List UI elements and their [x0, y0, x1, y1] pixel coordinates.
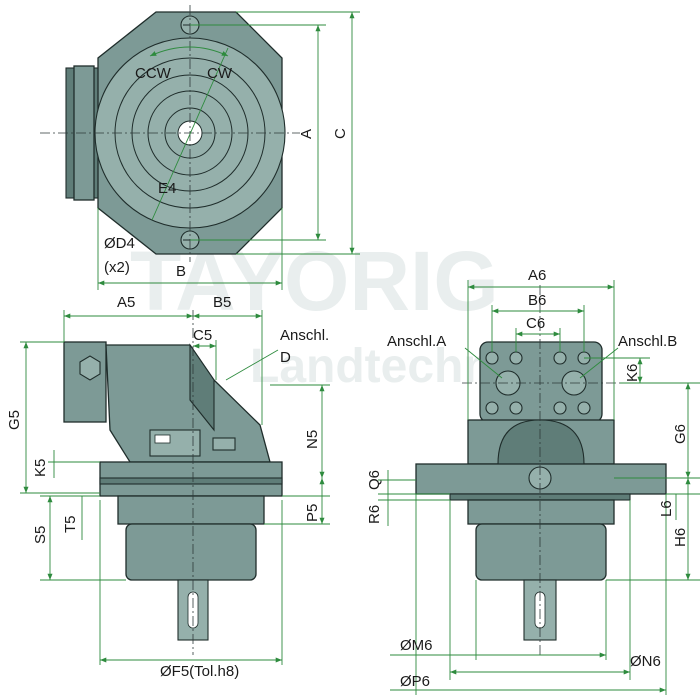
front-lower-housing	[467, 499, 615, 525]
label-port-d: D	[280, 349, 291, 366]
label-a5: A5	[117, 294, 135, 311]
label-k5: K5	[32, 459, 49, 477]
front-pilot	[475, 523, 607, 581]
label-cw: CW	[207, 65, 233, 82]
label-r6: R6	[366, 505, 383, 524]
label-g6: G6	[672, 424, 689, 444]
top-view: CCW CW A C E4 ØD4 (x2) B	[40, 5, 360, 290]
side-small-plate	[212, 437, 236, 451]
label-l6: L6	[658, 500, 675, 517]
label-c5: C5	[193, 327, 212, 344]
side-hex-plug	[79, 355, 101, 381]
e4-leader	[151, 47, 229, 221]
label-b5: B5	[213, 294, 231, 311]
label-port: Anschl.	[280, 327, 329, 344]
label-c: C	[332, 128, 349, 139]
port-a-leader	[464, 347, 503, 379]
front-view: A6 B6 C6 Anschl.A Anschl.B K6 G6 Q6 R6 L…	[366, 267, 700, 695]
side-pilot	[125, 523, 257, 581]
label-s5: S5	[32, 526, 49, 544]
side-nameplate	[149, 429, 201, 457]
label-a: A	[298, 129, 315, 139]
label-n5: N5	[304, 430, 321, 449]
front-bolts	[485, 351, 591, 415]
label-p6: ØP6	[400, 673, 430, 690]
label-b: B	[176, 263, 186, 280]
label-port-a: Anschl.A	[387, 333, 446, 350]
label-e4: E4	[158, 180, 176, 197]
label-q6: Q6	[366, 470, 383, 490]
label-p5: P5	[304, 504, 321, 522]
side-port-block	[63, 341, 107, 423]
side-body-shade	[189, 343, 215, 432]
label-b6: B6	[528, 292, 546, 309]
port-b-leader	[579, 347, 619, 379]
label-t5: T5	[62, 515, 79, 533]
label-d4: ØD4	[104, 235, 135, 252]
side-lower-housing	[117, 495, 265, 525]
label-a6: A6	[528, 267, 546, 284]
side-view: A5 B5 C5 Anschl. D G5 K5 N5 S5 T5 P5 ØF5…	[6, 294, 330, 680]
label-port-b: Anschl.B	[618, 333, 677, 350]
label-g5: G5	[6, 410, 23, 430]
rotation-arc	[149, 46, 229, 57]
label-k6: K6	[624, 364, 641, 382]
label-m6: ØM6	[400, 637, 433, 654]
label-d4-qty: (x2)	[104, 259, 130, 276]
label-f5: ØF5(Tol.h8)	[160, 663, 239, 680]
label-c6: C6	[526, 315, 545, 332]
label-ccw: CCW	[135, 65, 172, 82]
side-shaft-key	[187, 591, 199, 629]
label-n6: ØN6	[630, 653, 661, 670]
port-d-leader	[225, 349, 279, 381]
label-h6: H6	[672, 528, 689, 547]
